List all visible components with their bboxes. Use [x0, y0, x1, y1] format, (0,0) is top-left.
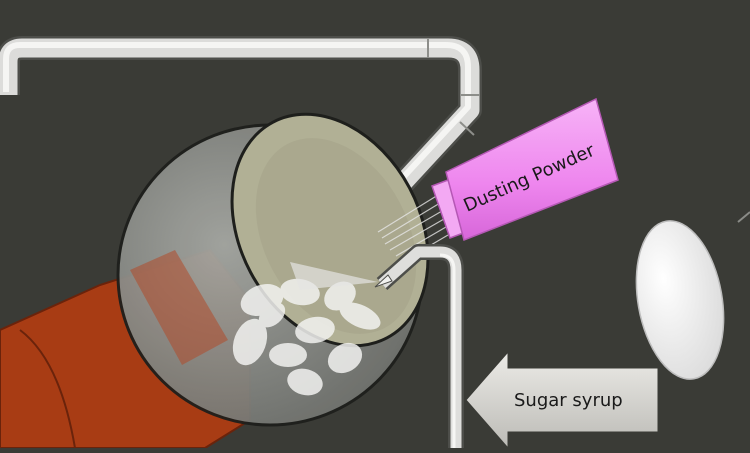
spray-mist — [377, 194, 449, 263]
sugar-syrup-label: Sugar syrup — [514, 390, 623, 411]
spray-nozzle-icon — [374, 274, 393, 288]
arrow-left-icon: Sugar syrup — [465, 350, 659, 450]
syrup-pipe — [374, 244, 464, 448]
syrup-spray — [290, 262, 378, 290]
sparkle-mark — [737, 211, 750, 223]
tablets-in-pan — [232, 278, 381, 396]
tablet-icon — [635, 220, 725, 380]
overhead-pipe — [0, 36, 482, 247]
